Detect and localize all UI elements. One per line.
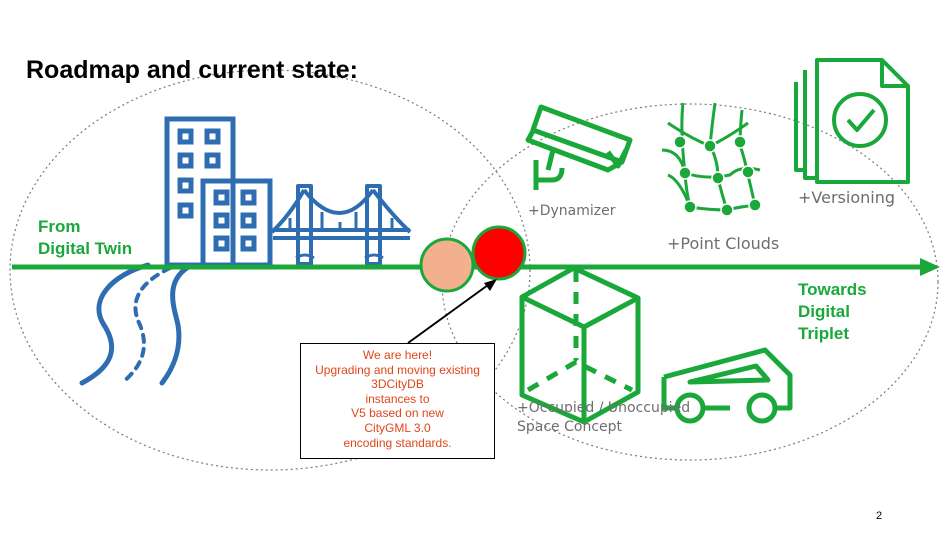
right-label-line: Triplet — [798, 324, 850, 343]
callout-line: 3DCityDB — [371, 377, 424, 392]
left-label-line: From — [38, 217, 81, 236]
bridge-icon — [270, 184, 412, 266]
page-number: 2 — [876, 510, 883, 522]
left-label-line: Digital Twin — [38, 239, 133, 258]
slide-title: Roadmap and current state: — [26, 56, 359, 84]
point-clouds-label: +Point Clouds — [667, 234, 780, 253]
right-label-line: Towards — [798, 280, 867, 299]
callout-line: We are here! — [362, 348, 433, 362]
callout-line: encoding standards. — [343, 435, 452, 450]
callout-line: CityGML 3.0 — [364, 420, 431, 435]
right-label-line: Digital — [798, 302, 850, 321]
camera-icon — [525, 104, 633, 190]
space-concept-line: Space Concept — [517, 419, 623, 435]
callout-line: V5 based on new — [351, 406, 444, 421]
versioning-document-icon — [794, 58, 910, 184]
space-cube-icon — [519, 265, 641, 425]
callout-pointer — [407, 279, 497, 344]
dynamizer-label: +Dynamizer — [528, 203, 616, 219]
towards-digital-triplet-label: Towards Digital Triplet — [798, 279, 867, 345]
current-state-callout: We are here! Upgrading and moving existi… — [300, 343, 495, 459]
callout-line: Upgrading and moving existing — [315, 362, 480, 377]
buildings-icon — [164, 116, 273, 268]
space-concept-label: +Occupied / Unoccupied Space Concept — [517, 399, 690, 437]
vehicle-icon — [661, 347, 793, 424]
digital-triplet-ellipse — [441, 103, 939, 461]
point-cloud-icon — [661, 102, 762, 217]
versioning-label: +Versioning — [798, 188, 895, 207]
space-concept-line: +Occupied / Unoccupied — [517, 400, 691, 416]
road-icon — [79, 262, 195, 386]
current-state-circle — [471, 225, 527, 281]
digital-twin-ellipse — [9, 69, 531, 471]
from-digital-twin-label: From Digital Twin — [38, 216, 132, 260]
past-state-circle — [419, 237, 475, 293]
callout-line: instances to — [365, 391, 430, 406]
